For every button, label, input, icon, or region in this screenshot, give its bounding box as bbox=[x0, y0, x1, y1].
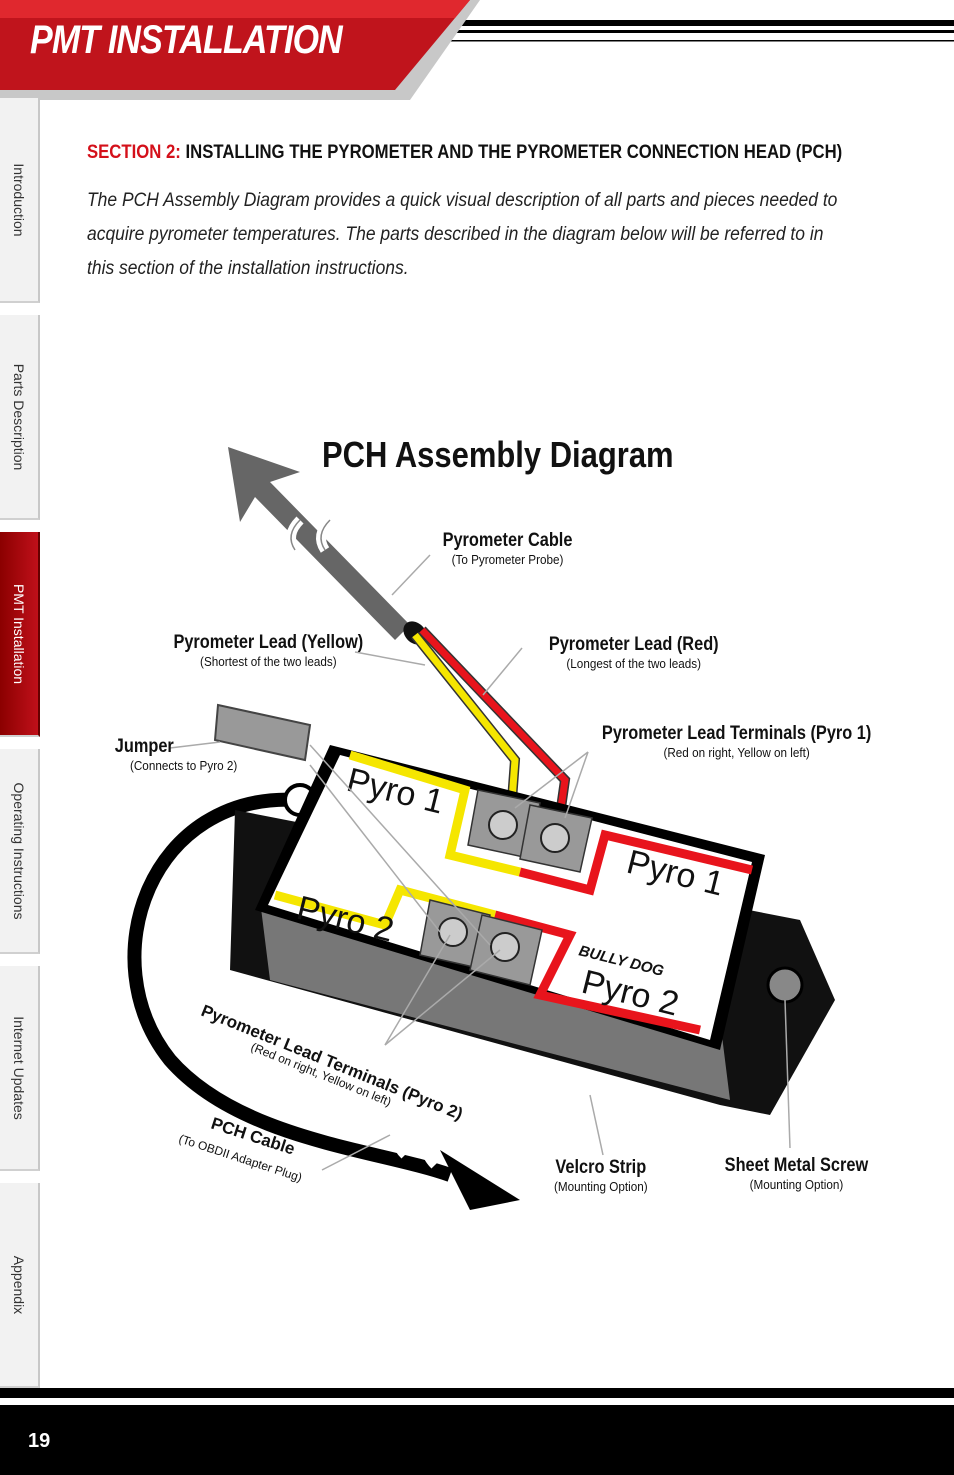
header-banner bbox=[0, 0, 954, 100]
callout-velcro-strip: Velcro Strip (Mounting Option) bbox=[553, 1157, 648, 1194]
tab-pmt-installation[interactable]: PMT Installation bbox=[0, 532, 40, 737]
tab-operating-instructions[interactable]: Operating Instructions bbox=[0, 749, 40, 954]
section-label: SECTION 2: bbox=[87, 142, 181, 163]
page-title: PMT INSTALLATION bbox=[30, 18, 343, 62]
tab-internet-updates[interactable]: Internet Updates bbox=[0, 966, 40, 1171]
callout-pyrometer-cable: Pyrometer Cable (To Pyrometer Probe) bbox=[442, 530, 573, 567]
section-title: INSTALLING THE PYROMETER AND THE PYROMET… bbox=[185, 142, 843, 163]
callout-jumper: Jumper (Connects to Pyro 2) bbox=[114, 736, 238, 773]
callout-sheet-metal-screw: Sheet Metal Screw (Mounting Option) bbox=[724, 1155, 869, 1192]
tab-appendix[interactable]: Appendix bbox=[0, 1183, 40, 1388]
page-number: 19 bbox=[28, 1430, 51, 1452]
diagram-title: PCH Assembly Diagram bbox=[322, 434, 674, 475]
callout-lead-red: Pyrometer Lead (Red) (Longest of the two… bbox=[548, 634, 719, 671]
tab-introduction[interactable]: Introduction bbox=[0, 98, 40, 303]
footer-rule bbox=[0, 1388, 954, 1398]
pyrometer-cable-drawing bbox=[228, 447, 427, 645]
footer-bar bbox=[0, 1405, 954, 1475]
side-tabs: Introduction Parts Description PMT Insta… bbox=[0, 98, 42, 1390]
pch-assembly-diagram: Pyro 1 Pyro 2 Pyro 1 Pyro 2 BULLY DOG Py… bbox=[127, 447, 835, 1210]
intro-paragraph: The PCH Assembly Diagram provides a quic… bbox=[87, 190, 838, 279]
section-heading: SECTION 2: INSTALLING THE PYROMETER AND … bbox=[87, 142, 842, 164]
terminal-block-pyro1 bbox=[467, 789, 593, 873]
tab-parts-description[interactable]: Parts Description bbox=[0, 315, 40, 520]
callout-terminals-pyro1: Pyrometer Lead Terminals (Pyro 1) (Red o… bbox=[601, 723, 872, 760]
callout-lead-yellow: Pyrometer Lead (Yellow) (Shortest of the… bbox=[173, 632, 364, 669]
leader-lines bbox=[169, 554, 791, 1171]
